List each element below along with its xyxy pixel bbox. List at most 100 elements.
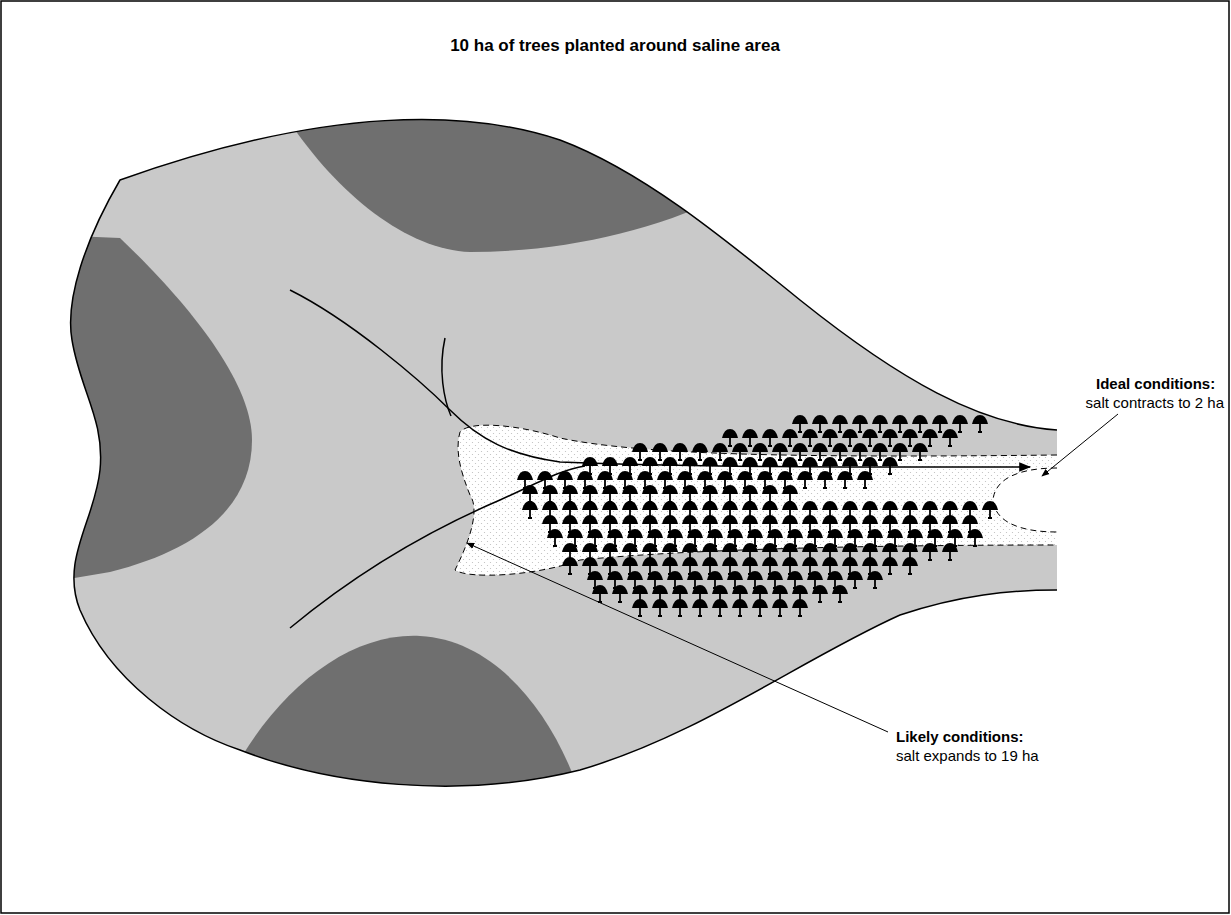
tree-symbol <box>832 443 848 460</box>
tree-canopy <box>582 515 598 524</box>
tree-symbol <box>882 429 898 446</box>
tree-symbol <box>792 599 808 616</box>
tree-trunk <box>628 494 632 502</box>
tree-trunk <box>758 608 762 616</box>
tree-canopy <box>902 543 918 552</box>
tree-trunk <box>838 594 842 602</box>
tree-symbol <box>692 443 708 460</box>
tree-canopy <box>652 443 668 452</box>
tree-symbol <box>562 485 578 502</box>
tree-canopy <box>667 529 683 538</box>
tree-symbol <box>782 485 798 502</box>
tree-canopy <box>752 443 768 452</box>
tree-canopy <box>787 529 803 538</box>
tree-symbol <box>547 529 563 546</box>
tree-trunk <box>853 580 857 588</box>
tree-trunk <box>898 452 902 460</box>
tree-canopy <box>592 585 608 594</box>
leader-line <box>467 543 888 732</box>
tree-canopy <box>722 485 738 494</box>
tree-canopy <box>582 457 598 466</box>
tree-trunk <box>868 438 872 446</box>
tree-trunk <box>908 438 912 446</box>
streams <box>290 290 1030 628</box>
tree-canopy <box>812 415 828 424</box>
tree-symbol <box>762 485 778 502</box>
tree-symbol <box>722 429 738 446</box>
tree-symbol <box>682 485 698 502</box>
tree-symbol <box>632 443 648 460</box>
tree-trunk <box>798 608 802 616</box>
tree-trunk <box>928 552 932 560</box>
tree-trunk <box>658 608 662 616</box>
tree-trunk <box>858 452 862 460</box>
tree-canopy <box>722 557 738 566</box>
tree-symbol <box>762 429 778 446</box>
tree-canopy <box>792 443 808 452</box>
tree-canopy <box>722 543 738 552</box>
tree-canopy <box>602 557 618 566</box>
tree-canopy <box>822 515 838 524</box>
tree-trunk <box>908 566 912 574</box>
tree-trunk <box>938 424 942 432</box>
tree-canopy <box>762 457 778 466</box>
tree-symbol <box>792 443 808 460</box>
tree-canopy <box>587 529 603 538</box>
tree-canopy <box>832 415 848 424</box>
tree-canopy <box>797 471 813 480</box>
leader-line <box>1042 414 1118 476</box>
tree-canopy <box>632 443 648 452</box>
tree-symbol <box>942 543 958 560</box>
tree-canopy <box>762 515 778 524</box>
tree-canopy <box>762 501 778 510</box>
tree-canopy <box>607 571 623 580</box>
tree-canopy <box>802 429 818 438</box>
tree-trunk <box>888 566 892 574</box>
tree-canopy <box>732 599 748 608</box>
tree-canopy <box>787 571 803 580</box>
tree-canopy <box>782 515 798 524</box>
tree-planting <box>517 415 998 616</box>
tree-canopy <box>782 501 798 510</box>
tree-canopy <box>562 485 578 494</box>
tree-canopy <box>652 599 668 608</box>
tree-trunk <box>658 452 662 460</box>
tree-canopy <box>822 429 838 438</box>
tree-canopy <box>622 501 638 510</box>
tree-trunk <box>568 494 572 502</box>
tributary <box>290 466 585 628</box>
tree-canopy <box>892 443 908 452</box>
tree-canopy <box>722 515 738 524</box>
tree-symbol <box>837 471 853 488</box>
tree-trunk <box>863 480 867 488</box>
tree-canopy <box>842 501 858 510</box>
tree-canopy <box>562 501 578 510</box>
tree-canopy <box>742 515 758 524</box>
tree-canopy <box>842 543 858 552</box>
tree-symbol <box>852 443 868 460</box>
tree-canopy <box>617 471 633 480</box>
tree-symbol <box>672 443 688 460</box>
tree-canopy <box>542 501 558 510</box>
tree-symbol <box>982 501 998 518</box>
tree-canopy <box>842 557 858 566</box>
tree-symbol <box>712 599 728 616</box>
tree-canopy <box>822 557 838 566</box>
tree-trunk <box>878 452 882 460</box>
tree-trunk <box>978 424 982 432</box>
callout-heading: Ideal conditions: <box>1096 375 1215 392</box>
tree-canopy <box>912 443 928 452</box>
tree-symbol <box>522 485 538 502</box>
tree-trunk <box>748 494 752 502</box>
tree-canopy <box>932 415 948 424</box>
tree-canopy <box>812 585 828 594</box>
tree-canopy <box>782 457 798 466</box>
tree-symbol <box>892 443 908 460</box>
tree-trunk <box>798 452 802 460</box>
tree-canopy <box>722 501 738 510</box>
tree-canopy <box>767 529 783 538</box>
tree-canopy <box>682 457 698 466</box>
tree-canopy <box>602 501 618 510</box>
tree-canopy <box>907 529 923 538</box>
tree-trunk <box>918 452 922 460</box>
